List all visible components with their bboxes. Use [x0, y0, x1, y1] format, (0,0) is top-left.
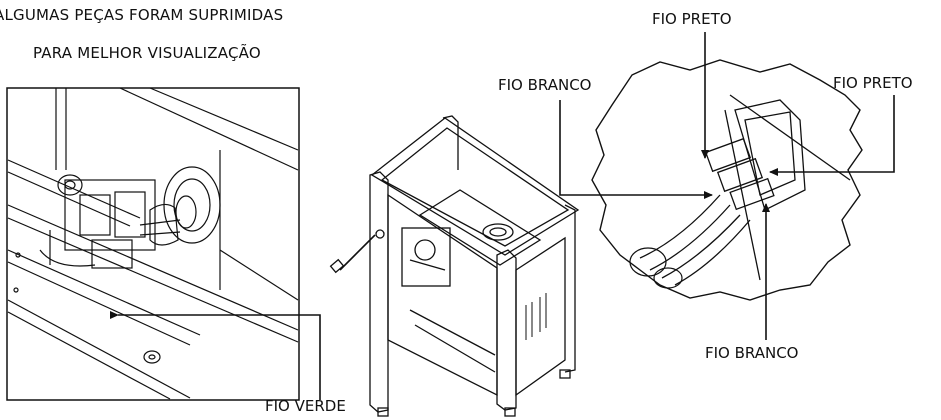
- label-fio-preto-top: FIO PRETO: [652, 10, 732, 28]
- left-detail-view: [6, 87, 321, 401]
- cabinet-detail-callout: [401, 227, 451, 287]
- wiring-detail-view: [559, 32, 895, 340]
- leader-fio-branco-top: [559, 100, 713, 199]
- note-line-1: ALGUMAS PEÇAS FORAM SUPRIMIDAS: [0, 6, 284, 24]
- leader-fio-preto-right: [769, 95, 895, 176]
- valve-body: [64, 179, 156, 251]
- label-fio-branco-top: FIO BRANCO: [498, 76, 592, 94]
- leader-fio-verde: [110, 311, 321, 400]
- cabinet-overview: [329, 115, 580, 417]
- cabinet-burner-ring: [482, 223, 514, 241]
- wiring-break-outline: [591, 59, 863, 301]
- label-fio-branco-bottom: FIO BRANCO: [705, 344, 799, 362]
- note-line-2: PARA MELHOR VISUALIZAÇÃO: [33, 44, 261, 62]
- label-fio-verde: FIO VERDE: [265, 397, 346, 415]
- valve-knob: [57, 174, 83, 196]
- label-fio-preto-right: FIO PRETO: [833, 74, 913, 92]
- left-detail-frame: [6, 87, 300, 401]
